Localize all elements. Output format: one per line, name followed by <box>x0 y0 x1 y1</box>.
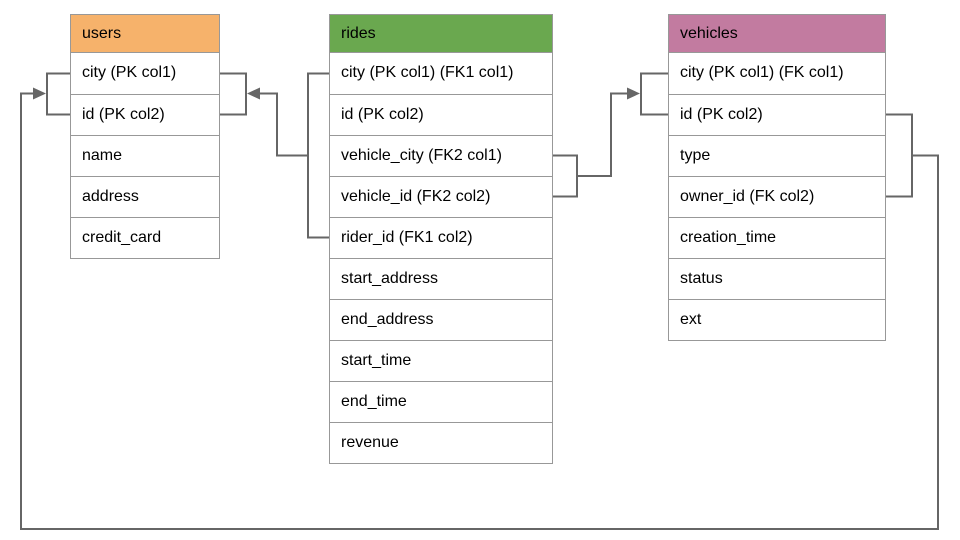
row-users-city: city (PK col1) <box>82 64 177 81</box>
fk2-arrowhead-icon <box>627 87 640 100</box>
row-vehicles-ext: ext <box>669 299 885 340</box>
table-rides: rides city (PK col1) (FK1 col1) id (PK c… <box>329 14 553 464</box>
fk2-connector-line <box>577 92 628 177</box>
fk1-users-bracket <box>220 72 247 116</box>
fk2-vehicles-bracket <box>640 72 668 116</box>
row-users-id: id (PK col2) <box>71 94 219 135</box>
table-users: users city (PK col1) id (PK col2) name a… <box>70 14 220 259</box>
row-vehicles-status: status <box>669 258 885 299</box>
row-rides-id: id (PK col2) <box>330 94 552 135</box>
row-vehicles-type: type <box>669 135 885 176</box>
table-vehicles: vehicles city (PK col1) (FK col1) id (PK… <box>668 14 886 341</box>
row-users-address: address <box>71 176 219 217</box>
fk1-arrowhead-icon <box>247 87 260 100</box>
row-rides-revenue: revenue <box>330 422 552 463</box>
table-rides-header: rides <box>330 15 552 53</box>
row-rides-start-time: start_time <box>330 340 552 381</box>
fk3-vehicles-bracket <box>886 113 913 198</box>
row-rides-start-address: start_address <box>330 258 552 299</box>
row-vehicles-creation-time: creation_time <box>669 217 885 258</box>
fk3-users-bracket <box>46 72 70 116</box>
row-rides-end-address: end_address <box>330 299 552 340</box>
row-vehicles-id: id (PK col2) <box>669 94 885 135</box>
row-vehicles-city: city (PK col1) (FK col1) <box>680 64 844 81</box>
row-rides-vehicle-id: vehicle_id (FK2 col2) <box>330 176 552 217</box>
fk1-rides-bracket <box>307 72 329 239</box>
row-users-credit-card: credit_card <box>71 217 219 258</box>
row-rides-city: city (PK col1) (FK1 col1) <box>341 64 514 81</box>
fk3-arrowhead-icon <box>33 87 46 100</box>
row-users-name: name <box>71 135 219 176</box>
fk2-rides-bracket <box>553 154 578 198</box>
row-rides-vehicle-city: vehicle_city (FK2 col1) <box>330 135 552 176</box>
row-rides-end-time: end_time <box>330 381 552 422</box>
table-vehicles-header: vehicles <box>669 15 885 53</box>
fk1-connector-line <box>259 92 308 157</box>
table-users-header: users <box>71 15 219 53</box>
row-vehicles-owner-id: owner_id (FK col2) <box>669 176 885 217</box>
row-rides-rider-id: rider_id (FK1 col2) <box>330 217 552 258</box>
